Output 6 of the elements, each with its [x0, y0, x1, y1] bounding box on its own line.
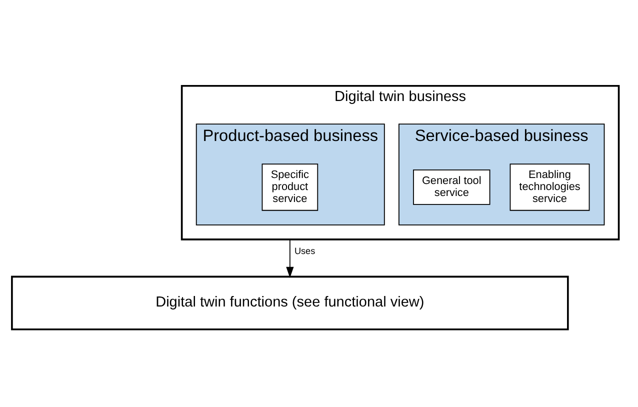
node-box: Specific product service: [262, 163, 318, 210]
node-box: Digital twin functions (see functional view): [11, 275, 569, 330]
node-box: General tool service: [413, 168, 490, 204]
edge-label: Uses: [294, 245, 316, 256]
node-box: Enabling technologies service: [510, 163, 590, 210]
arrow: [286, 238, 294, 278]
